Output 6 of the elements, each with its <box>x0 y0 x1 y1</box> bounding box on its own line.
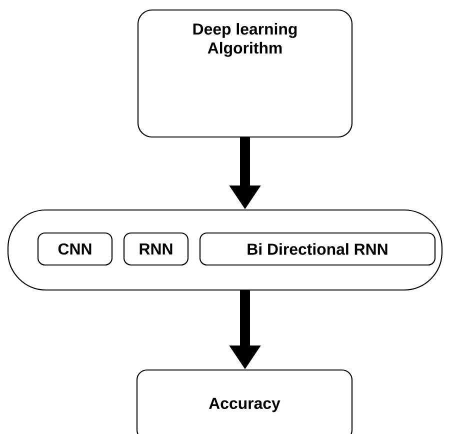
method-box: CNN <box>37 232 113 266</box>
group-band <box>7 209 443 291</box>
method-box: Bi Directional RNN <box>199 232 436 266</box>
method-box: RNN <box>123 232 189 266</box>
result-box: Accuracy <box>136 369 353 434</box>
process-box: Deep learning Algorithm <box>137 9 353 138</box>
